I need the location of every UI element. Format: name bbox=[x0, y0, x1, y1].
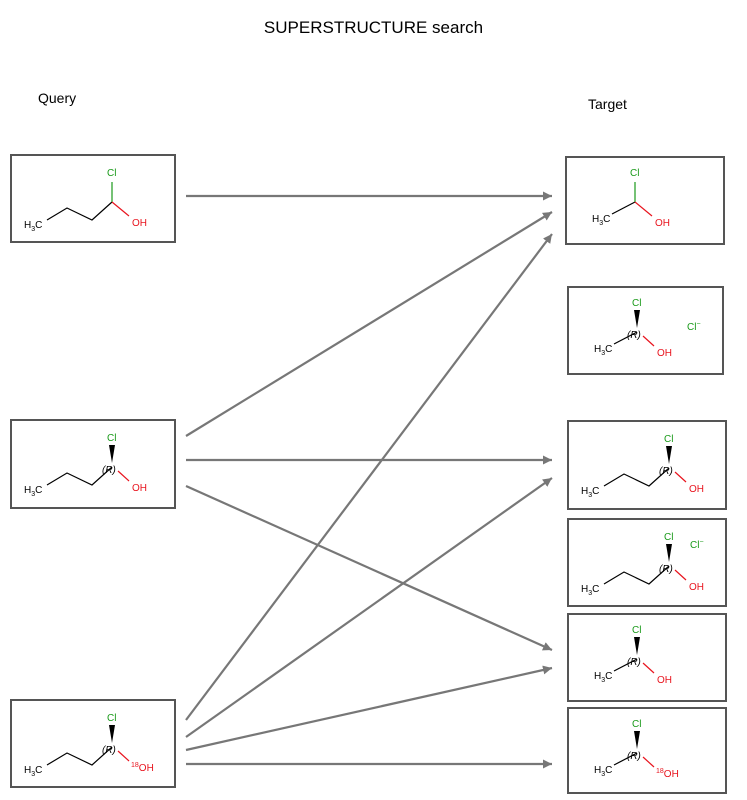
target-structure-6: H3C Cl (R) 18OH bbox=[567, 707, 727, 794]
stereo-descriptor: (R) bbox=[102, 465, 116, 476]
molecule-drawing: H3C Cl (R) OH bbox=[581, 434, 704, 499]
target-structure-2: H3C Cl (R) OH Cl− bbox=[567, 286, 724, 375]
molecule-drawing: H3C Cl (R) OH Cl− bbox=[594, 298, 701, 359]
hydroxyl-label: OH bbox=[689, 582, 704, 593]
h3c-label: H3C bbox=[581, 584, 599, 597]
h3c-label: H3C bbox=[24, 485, 42, 498]
chlorine-label: Cl bbox=[107, 433, 116, 444]
chlorine-label: Cl bbox=[107, 713, 116, 724]
chlorine-label: Cl bbox=[107, 168, 116, 179]
chloride-counterion: Cl− bbox=[687, 321, 701, 333]
stereo-descriptor: (R) bbox=[659, 466, 673, 477]
match-arrow-q3-t3 bbox=[185, 477, 553, 738]
target-structure-5: H3C Cl (R) OH bbox=[567, 613, 727, 702]
hydroxyl-label: OH bbox=[132, 218, 147, 229]
molecule-drawing: H3C Cl (R) 18OH bbox=[594, 719, 679, 780]
chlorine-label: Cl bbox=[632, 298, 641, 309]
target-structure-4: H3C Cl (R) OH Cl− bbox=[567, 518, 727, 607]
stereo-descriptor: (R) bbox=[627, 330, 641, 341]
match-arrow-q3-t5 bbox=[185, 665, 553, 752]
hydroxyl-label: OH bbox=[657, 675, 672, 686]
chlorine-label: Cl bbox=[630, 168, 639, 179]
h3c-label: H3C bbox=[24, 220, 42, 233]
hydroxyl-label: OH bbox=[657, 348, 672, 359]
stereo-descriptor: (R) bbox=[659, 564, 673, 575]
hydroxyl-label: 18OH bbox=[131, 762, 154, 774]
h3c-label: H3C bbox=[592, 214, 610, 227]
hydroxyl-label: OH bbox=[689, 484, 704, 495]
target-structure-3: H3C Cl (R) OH bbox=[567, 420, 727, 510]
h3c-label: H3C bbox=[581, 486, 599, 499]
match-arrow-q2-t1 bbox=[185, 211, 553, 437]
chlorine-label: Cl bbox=[664, 532, 673, 543]
molecule-drawing: H3C Cl (R) OH bbox=[24, 433, 147, 498]
match-arrow-q2-t5 bbox=[185, 484, 553, 652]
molecule-drawing: H3C Cl (R) OH Cl− bbox=[581, 532, 704, 597]
query-structure-3: H3C Cl (R) 18OH bbox=[10, 699, 176, 788]
stereo-descriptor: (R) bbox=[627, 657, 641, 668]
chlorine-label: Cl bbox=[664, 434, 673, 445]
stereo-descriptor: (R) bbox=[102, 745, 116, 756]
hydroxyl-label: 18OH bbox=[656, 768, 679, 780]
stereo-descriptor: (R) bbox=[627, 751, 641, 762]
hydroxyl-label: OH bbox=[132, 483, 147, 494]
chloride-counterion: Cl− bbox=[690, 539, 704, 551]
query-column-label: Query bbox=[38, 90, 77, 106]
target-column-label: Target bbox=[588, 96, 627, 112]
molecule-drawing: H3C Cl (R) 18OH bbox=[24, 713, 154, 778]
query-structure-2: H3C Cl (R) OH bbox=[10, 419, 176, 509]
h3c-label: H3C bbox=[594, 344, 612, 357]
h3c-label: H3C bbox=[594, 765, 612, 778]
chlorine-label: Cl bbox=[632, 625, 641, 636]
h3c-label: H3C bbox=[594, 671, 612, 684]
hydroxyl-label: OH bbox=[655, 218, 670, 229]
h3c-label: H3C bbox=[24, 765, 42, 778]
match-arrow-q3-t1 bbox=[185, 233, 553, 721]
molecule-drawing: H3C Cl (R) OH bbox=[594, 625, 672, 686]
chlorine-label: Cl bbox=[632, 719, 641, 730]
page-title: SUPERSTRUCTURE search bbox=[263, 18, 484, 37]
